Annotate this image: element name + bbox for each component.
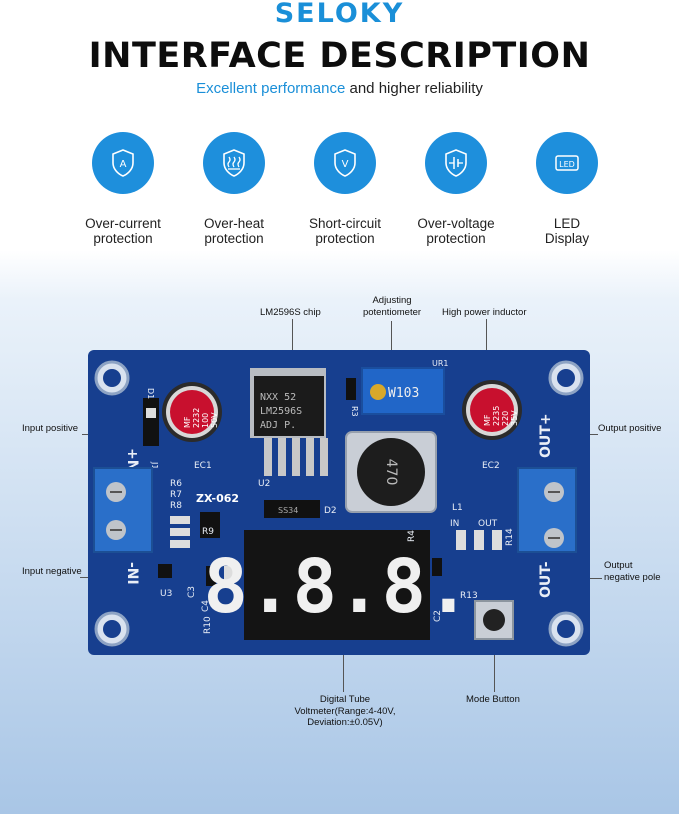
svg-text:OUT-: OUT- — [538, 561, 554, 598]
svg-text:UR1: UR1 — [432, 359, 449, 368]
svg-text:50V: 50V — [210, 412, 219, 428]
svg-text:2235: 2235 — [492, 406, 501, 426]
svg-text:100: 100 — [201, 413, 210, 428]
page-subtitle: Excellent performance and higher reliabi… — [0, 80, 679, 97]
svg-text:J1: J1 — [150, 461, 159, 469]
svg-text:SS34: SS34 — [278, 506, 298, 515]
svg-text:ZX-062: ZX-062 — [196, 492, 239, 505]
pcb-board: +NI -NI OUT+ OUT- D1 J1 MF 2232 100 50V … — [88, 350, 590, 655]
heat-icon — [203, 132, 265, 194]
svg-text:220: 220 — [501, 411, 510, 426]
svg-text:8.8.8.: 8.8.8. — [203, 544, 470, 630]
svg-text:R10: R10 — [203, 616, 213, 634]
svg-text:OUT: OUT — [478, 519, 498, 529]
svg-text:R14: R14 — [505, 528, 515, 546]
callout-input-positive: Input positive — [22, 423, 78, 434]
svg-text:U2: U2 — [258, 479, 270, 489]
brand-logo: SELOKY — [274, 0, 405, 29]
svg-text:R8: R8 — [170, 501, 182, 511]
callout-output-positive: Output positive — [598, 423, 662, 434]
svg-text:470: 470 — [383, 459, 399, 486]
svg-text:D2: D2 — [324, 506, 337, 516]
voltage-shield-icon — [425, 132, 487, 194]
svg-text:MF: MF — [483, 414, 492, 426]
svg-text:2232: 2232 — [192, 408, 201, 428]
svg-text:EC1: EC1 — [194, 461, 212, 471]
mode-button-cap — [483, 609, 505, 631]
svg-text:MF: MF — [183, 416, 192, 428]
svg-text:V: V — [342, 159, 349, 170]
svg-text:IN: IN — [450, 519, 459, 529]
svg-text:LED: LED — [559, 160, 575, 169]
leader-line — [343, 640, 344, 692]
page-title: INTERFACE DESCRIPTION — [88, 36, 591, 76]
svg-text:L1: L1 — [452, 503, 463, 513]
svg-text:R13: R13 — [460, 591, 478, 601]
svg-text:U3: U3 — [160, 589, 172, 599]
svg-text:C3: C3 — [187, 586, 197, 598]
mode-button[interactable] — [474, 600, 514, 640]
svg-text:-NI: -NI — [124, 562, 140, 585]
svg-text:R3: R3 — [350, 406, 359, 417]
shield-v-icon: V — [314, 132, 376, 194]
svg-text:ADJ P.: ADJ P. — [260, 420, 296, 431]
subtitle-highlight: Excellent performance — [196, 80, 346, 97]
subtitle-rest: and higher reliability — [345, 80, 483, 97]
led-icon: LED — [536, 132, 598, 194]
svg-text:35V: 35V — [510, 410, 519, 426]
svg-text:NXX 52: NXX 52 — [260, 392, 296, 403]
svg-text:EC2: EC2 — [482, 461, 500, 471]
callout-inductor: High power inductor — [442, 307, 527, 318]
svg-text:LM2596S: LM2596S — [260, 406, 302, 417]
svg-text:R7: R7 — [170, 490, 182, 500]
svg-text:A: A — [120, 159, 127, 170]
callout-input-negative: Input negative — [22, 566, 82, 577]
svg-text:R6: R6 — [170, 479, 182, 489]
callout-chip: LM2596S chip — [260, 307, 321, 318]
shield-a-icon: A — [92, 132, 154, 194]
svg-text:R4: R4 — [407, 530, 417, 542]
svg-text:W103: W103 — [388, 386, 419, 401]
svg-text:D1: D1 — [146, 388, 155, 399]
svg-text:C4: C4 — [201, 600, 211, 612]
leader-line — [582, 578, 602, 579]
callout-mode-button: Mode Button — [466, 694, 520, 705]
leader-line — [494, 640, 495, 692]
svg-text:OUT+: OUT+ — [538, 413, 554, 458]
svg-text:R9: R9 — [202, 527, 214, 537]
svg-text:C2: C2 — [433, 610, 443, 622]
leader-line — [582, 434, 598, 435]
